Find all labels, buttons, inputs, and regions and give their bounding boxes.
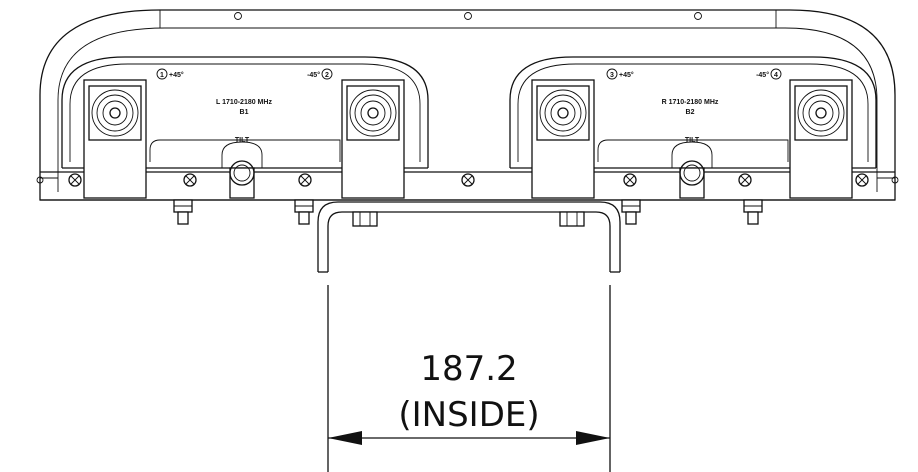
dimension-note: (INSIDE) xyxy=(398,395,539,435)
stud-1 xyxy=(173,199,193,225)
right-band-id: B2 xyxy=(686,109,695,116)
stud-4 xyxy=(743,199,763,225)
port-4-circle xyxy=(770,68,782,80)
screws xyxy=(68,173,869,187)
screw-6 xyxy=(738,173,752,187)
port-2-label: -45° 2 xyxy=(307,68,333,80)
bracket-bolt-right xyxy=(559,211,585,227)
connector-column-3 xyxy=(531,79,595,199)
screw-3 xyxy=(298,173,312,187)
connector-column-4 xyxy=(789,79,853,199)
connector-column-2 xyxy=(341,79,405,199)
port-3-label: 3 +45° xyxy=(606,68,634,80)
mounting-studs xyxy=(173,199,763,225)
port-4-polarization: -45° xyxy=(756,71,769,79)
stud-2 xyxy=(294,199,314,225)
port-2-circle xyxy=(321,68,333,80)
right-band-label: R 1710-2180 MHz xyxy=(662,99,719,106)
screw-7 xyxy=(855,173,869,187)
left-band-label: L 1710-2180 MHz xyxy=(216,99,272,106)
bracket-bolt-left xyxy=(352,211,378,227)
arrowhead-right xyxy=(576,431,610,445)
mounting-bracket xyxy=(317,201,621,273)
left-band-id: B1 xyxy=(240,109,249,116)
connector-column-1 xyxy=(83,79,147,199)
screw-5 xyxy=(623,173,637,187)
screw-2 xyxy=(183,173,197,187)
inside-width-dimension: 187.2 (INSIDE) xyxy=(327,285,611,472)
port-1-polarization: +45° xyxy=(169,71,184,79)
right-tilt-connector xyxy=(671,141,713,199)
port-2-polarization: -45° xyxy=(307,71,320,79)
arrowhead-left xyxy=(328,431,362,445)
left-tilt-label: TILT xyxy=(235,137,250,144)
antenna-housing xyxy=(36,9,899,201)
left-tilt-connector xyxy=(221,141,263,199)
screw-1 xyxy=(68,173,82,187)
port-4-label: -45° 4 xyxy=(756,68,782,80)
right-tilt-label: TILT xyxy=(685,137,700,144)
screw-4 xyxy=(461,173,475,187)
port-1-label: 1 +45° xyxy=(156,68,184,80)
port-4-number: 4 xyxy=(774,72,778,79)
port-1-number: 1 xyxy=(160,72,164,79)
stud-3 xyxy=(621,199,641,225)
dimension-value: 187.2 xyxy=(420,349,517,389)
port-3-polarization: +45° xyxy=(619,71,634,79)
port-3-circle xyxy=(606,68,618,80)
port-1-circle xyxy=(156,68,168,80)
port-3-number: 3 xyxy=(610,72,614,79)
port-2-number: 2 xyxy=(325,72,329,79)
